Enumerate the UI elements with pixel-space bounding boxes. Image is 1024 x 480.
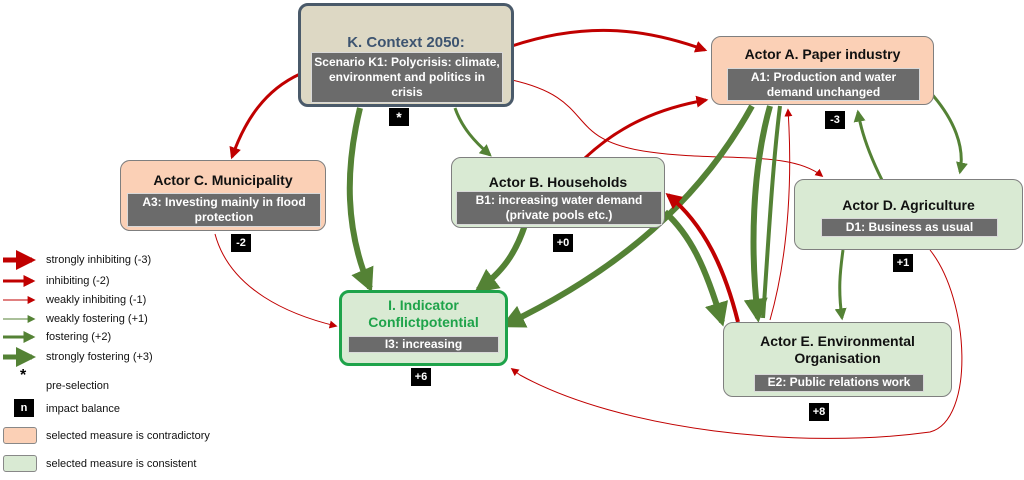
actor-b-title: Actor B. Households	[488, 174, 628, 190]
legend-label-weakly-fostering: weakly fostering (+1)	[46, 313, 148, 325]
legend-label-inhibiting: inhibiting (-2)	[46, 275, 110, 287]
actor-b-impact-badge: +0	[553, 234, 573, 252]
actor-c-state: A3: Investing mainly in flood protection	[127, 193, 321, 227]
actor-a-title: Actor A. Paper industry	[744, 46, 901, 62]
edge-context-to-actor-c	[229, 72, 301, 160]
legend-label-weakly-inhibiting: weakly inhibiting (-1)	[46, 294, 147, 306]
edge-actor-b-to-actor-a	[583, 95, 709, 160]
edge-actor-b-to-actor-e	[662, 209, 729, 327]
context-title: K. Context 2050:	[347, 34, 465, 51]
edge-actor-a-to-actor-d	[928, 91, 968, 175]
actor-a-state: A1: Production and water demand unchange…	[727, 68, 920, 101]
legend-label-consistent: selected measure is consistent	[46, 458, 197, 470]
actor-d-node[interactable]: Actor D. Agriculture D1: Business as usu…	[794, 179, 1023, 250]
edge-actor-c-to-indicator	[214, 233, 338, 329]
edge-actor-a-to-actor-e	[743, 105, 773, 323]
actor-d-state: D1: Business as usual	[821, 218, 998, 237]
legend-label-fostering: fostering (+2)	[46, 331, 112, 343]
actor-a-impact-badge: -3	[825, 111, 845, 129]
legend-swatch-consistent	[3, 455, 37, 472]
actor-b-state: B1: increasing water demand (private poo…	[456, 191, 662, 225]
edge-actor-a-to-actor-e-second	[761, 105, 782, 319]
actor-e-state: E2: Public relations work	[754, 374, 924, 392]
legend-label-contradictory: selected measure is contradictory	[46, 430, 210, 442]
indicator-title: I. Indicator Conflictpotential	[368, 297, 479, 330]
actor-d-title: Actor D. Agriculture	[842, 197, 975, 213]
actor-e-node[interactable]: Actor E. Environmental Organisation E2: …	[723, 322, 952, 397]
indicator-impact-badge: +6	[411, 368, 431, 386]
legend-preselection-symbol: *	[20, 367, 27, 384]
actor-c-impact-badge: -2	[231, 234, 251, 252]
context-node[interactable]: K. Context 2050: Scenario K1: Polycrisis…	[298, 3, 514, 107]
edge-actor-d-to-actor-a	[853, 109, 884, 181]
actor-b-node[interactable]: Actor B. Households B1: increasing water…	[451, 157, 665, 228]
legend-label-strongly-fostering: strongly fostering (+3)	[46, 351, 153, 363]
actor-c-node[interactable]: Actor C. Municipality A3: Investing main…	[120, 160, 326, 231]
edge-actor-e-to-actor-a	[769, 108, 793, 321]
edge-actor-a-to-indicator	[500, 104, 755, 328]
legend-swatch-contradictory	[3, 427, 37, 444]
edge-context-to-actor-a	[511, 28, 708, 53]
indicator-state: I3: increasing	[348, 336, 499, 353]
edge-actor-d-to-indicator	[510, 249, 963, 439]
edge-actor-d-to-actor-e	[834, 249, 847, 321]
legend-label-impact-balance: impact balance	[46, 403, 120, 415]
actor-a-node[interactable]: Actor A. Paper industry A1: Production a…	[711, 36, 934, 105]
indicator-node[interactable]: I. Indicator Conflictpotential I3: incre…	[339, 290, 508, 366]
actor-e-impact-badge: +8	[809, 403, 829, 421]
legend-label-preselection: pre-selection	[46, 380, 109, 392]
edge-context-to-actor-d	[511, 79, 824, 178]
edge-context-to-indicator	[346, 107, 374, 293]
actor-e-title: Actor E. Environmental Organisation	[760, 333, 915, 366]
legend-impact-symbol: n	[14, 399, 34, 417]
edge-actor-b-to-indicator	[474, 224, 528, 293]
actor-d-impact-badge: +1	[893, 254, 913, 272]
context-preselection-badge: *	[389, 108, 409, 126]
actor-c-title: Actor C. Municipality	[153, 172, 293, 188]
context-state: Scenario K1: Polycrisis: climate, enviro…	[311, 52, 503, 103]
edge-actor-e-to-actor-b	[665, 192, 740, 323]
legend-label-strongly-inhibiting: strongly inhibiting (-3)	[46, 254, 152, 266]
edge-context-to-actor-b	[453, 107, 492, 157]
